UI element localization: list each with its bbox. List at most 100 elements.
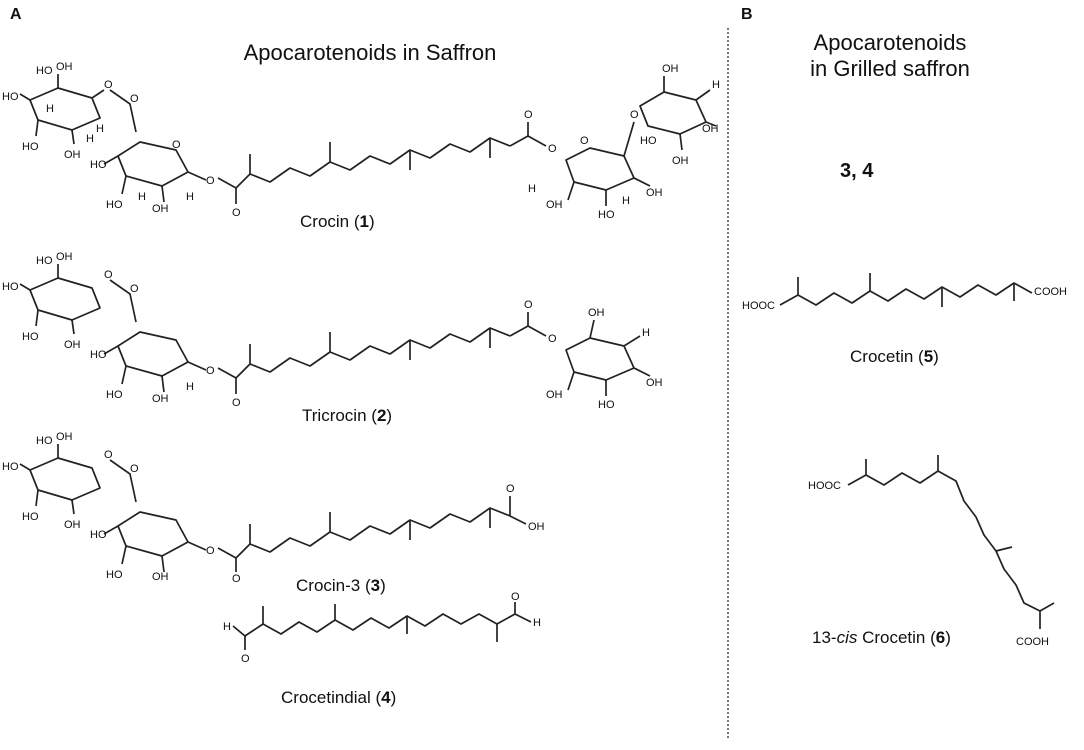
svg-text:OH: OH — [546, 389, 563, 401]
svg-text:O: O — [104, 79, 113, 91]
svg-text:OH: OH — [152, 203, 169, 215]
crocin-label: Crocin (1) — [300, 212, 375, 232]
svg-text:HO: HO — [106, 389, 123, 401]
crocetin-cooh: COOH — [1034, 286, 1067, 298]
cis-crocetin-close: ) — [945, 628, 951, 647]
svg-text:O: O — [524, 299, 533, 311]
svg-text:OH: OH — [56, 61, 73, 73]
svg-text:H: H — [86, 133, 94, 145]
cis-crocetin-italic: cis — [836, 628, 858, 647]
cis-crocetin-label: 13-cis Crocetin (6) — [812, 628, 951, 648]
crocin-3-label: Crocin-3 (3) — [296, 576, 386, 596]
svg-text:HO: HO — [598, 399, 615, 411]
svg-text:OH: OH — [56, 251, 73, 263]
svg-text:H: H — [186, 381, 194, 393]
svg-text:O: O — [630, 109, 639, 121]
crocin-name: Crocin ( — [300, 212, 360, 231]
svg-text:OH: OH — [64, 519, 81, 531]
cis-crocetin-cooh: COOH — [1016, 636, 1049, 648]
crocetindial-label: Crocetindial (4) — [281, 688, 396, 708]
crocetindial-structure: H O O H — [223, 591, 541, 665]
panel-b-letter: B — [741, 6, 753, 23]
svg-text:OH: OH — [646, 187, 663, 199]
svg-text:H: H — [528, 183, 536, 195]
crocetin-name: Crocetin ( — [850, 347, 924, 366]
svg-text:H: H — [138, 191, 146, 203]
panel-b-title-line1: Apocarotenoids — [813, 30, 967, 55]
cis-crocetin-number: 6 — [935, 628, 946, 647]
svg-text:O: O — [511, 591, 520, 603]
tricrocin-number: 2 — [376, 406, 387, 425]
svg-text:HO: HO — [90, 529, 107, 541]
svg-text:HO: HO — [2, 91, 19, 103]
svg-text:O: O — [104, 269, 113, 281]
crocetindial-close: ) — [390, 688, 397, 707]
svg-text:OH: OH — [672, 155, 689, 167]
svg-text:H: H — [533, 617, 541, 629]
panel-b-refs: 3, 4 — [840, 160, 874, 182]
svg-text:OH: OH — [152, 393, 169, 405]
svg-text:OH: OH — [588, 307, 605, 319]
svg-text:OH: OH — [646, 377, 663, 389]
crocin-close: ) — [368, 212, 375, 231]
svg-text:H: H — [223, 621, 231, 633]
panel-b-title: Apocarotenoids in Grilled saffron — [770, 30, 1010, 82]
panel-a-letter: A — [10, 6, 22, 23]
cis-crocetin-hooc: HOOC — [808, 480, 841, 492]
svg-text:H: H — [186, 191, 194, 203]
svg-text:HO: HO — [36, 255, 53, 267]
svg-text:HO: HO — [36, 65, 53, 77]
svg-text:OH: OH — [64, 339, 81, 351]
svg-text:HO: HO — [2, 461, 19, 473]
svg-text:O: O — [206, 175, 215, 187]
svg-text:HO: HO — [22, 331, 39, 343]
cis-crocetin-structure: HOOC COOH — [808, 455, 1055, 648]
svg-text:HO: HO — [90, 349, 107, 361]
cis-crocetin-name: Crocetin ( — [857, 628, 936, 647]
svg-text:H: H — [642, 327, 650, 339]
svg-text:H: H — [712, 79, 720, 91]
panel-a-title: Apocarotenoids in Saffron — [243, 40, 497, 65]
svg-text:H: H — [622, 195, 630, 207]
tricrocin-name: Tricrocin ( — [302, 406, 377, 425]
svg-text:O: O — [524, 109, 533, 121]
panel-divider — [727, 28, 729, 738]
svg-text:H: H — [96, 123, 104, 135]
svg-text:O: O — [206, 545, 215, 557]
svg-text:HO: HO — [2, 281, 19, 293]
svg-text:HO: HO — [22, 141, 39, 153]
svg-text:OH: OH — [546, 199, 563, 211]
crocetin-structure: HOOC COOH — [742, 273, 1067, 312]
crocetin-number: 5 — [923, 347, 934, 366]
panel-b-title-line2: in Grilled saffron — [810, 56, 970, 81]
svg-text:O: O — [232, 397, 241, 409]
tricrocin-label: Tricrocin (2) — [302, 406, 392, 426]
svg-text:OH: OH — [64, 149, 81, 161]
svg-text:H: H — [46, 103, 54, 115]
crocin-3-close: ) — [380, 576, 386, 595]
svg-text:HO: HO — [598, 209, 615, 221]
crocin-number: 1 — [359, 212, 369, 231]
svg-text:HO: HO — [22, 511, 39, 523]
crocin-3-name: Crocin-3 ( — [296, 576, 371, 595]
crocetin-close: ) — [933, 347, 939, 366]
crocetindial-number: 4 — [381, 688, 391, 707]
cis-crocetin-prefix: 13- — [812, 628, 837, 647]
svg-text:O: O — [232, 573, 241, 585]
svg-text:OH: OH — [528, 521, 545, 533]
svg-text:O: O — [580, 135, 589, 147]
svg-text:O: O — [130, 463, 139, 475]
svg-text:HO: HO — [36, 435, 53, 447]
svg-text:OH: OH — [56, 431, 73, 443]
svg-text:HO: HO — [90, 159, 107, 171]
svg-text:OH: OH — [702, 123, 719, 135]
crocetin-label: Crocetin (5) — [850, 347, 939, 367]
svg-text:O: O — [104, 449, 113, 461]
svg-text:O: O — [506, 483, 515, 495]
tricrocin-close: ) — [386, 406, 393, 425]
svg-text:O: O — [130, 93, 139, 105]
svg-text:O: O — [206, 365, 215, 377]
svg-text:HO: HO — [640, 135, 657, 147]
